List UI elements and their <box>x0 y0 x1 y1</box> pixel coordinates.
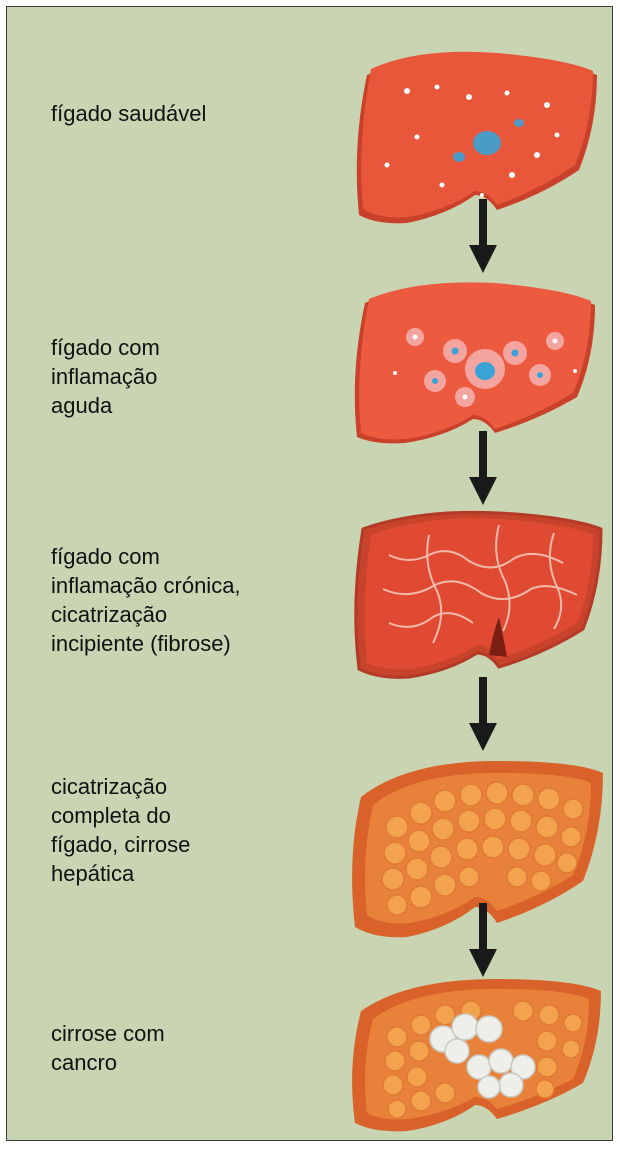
stage-label-cancer: cirrose com cancro <box>51 1019 165 1077</box>
progression-arrow-2 <box>469 431 497 505</box>
progression-arrow-4 <box>469 903 497 977</box>
stage-label-healthy: fígado saudável <box>51 99 206 128</box>
fibrosis-liver-illustration <box>349 505 609 685</box>
cirrhosis-cancer-liver-illustration <box>347 971 609 1141</box>
progression-arrow-1 <box>469 199 497 273</box>
figure-panel: fígado saudável fígado com inflamação ag… <box>6 6 613 1141</box>
stage-label-chronic: fígado com inflamação crónica, cicatriza… <box>51 542 241 658</box>
progression-arrow-3 <box>469 677 497 751</box>
stage-label-acute: fígado com inflamação aguda <box>51 333 160 420</box>
stage-label-cirrhosis: cicatrização completa do fígado, cirrose… <box>51 772 190 888</box>
acute-inflammation-liver-illustration <box>345 277 607 449</box>
